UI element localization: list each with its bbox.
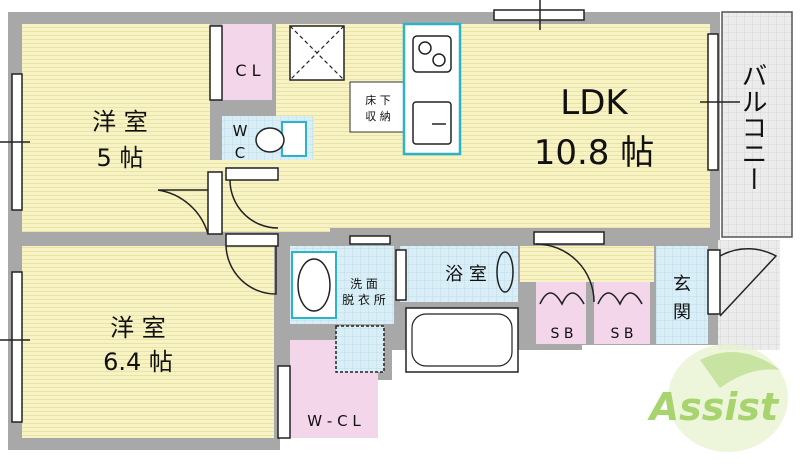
walkin-closet-label: W - C L xyxy=(307,412,361,430)
western-room-1-size: 5 帖 xyxy=(97,144,144,172)
entrance-floor xyxy=(656,246,708,344)
sb-label-2: S B xyxy=(611,326,634,342)
western-room-2-name: 洋 室 xyxy=(110,314,166,342)
balcony-label: バルコニー xyxy=(737,62,767,192)
refrigerator-space xyxy=(289,25,345,81)
bathtub-icon xyxy=(405,251,519,373)
doors xyxy=(157,25,778,439)
underfloor-storage-area xyxy=(349,81,407,133)
ldk-name: LDK xyxy=(560,83,629,123)
bath-label: 浴 室 xyxy=(445,264,487,285)
entrance-label-2: 関 xyxy=(673,302,691,323)
balcony-lower xyxy=(718,240,780,350)
assist-logo: Assist xyxy=(647,344,788,452)
western-room-1-name: 洋 室 xyxy=(92,108,148,136)
washroom-label-2: 脱 衣 所 xyxy=(342,292,386,307)
toilet-icon xyxy=(255,121,307,157)
underfloor-label-2: 収 納 xyxy=(365,110,391,123)
ldk-size: 10.8 帖 xyxy=(534,133,655,173)
washbasin-icon xyxy=(291,251,337,319)
sb-label-1: S B xyxy=(551,326,574,342)
balcony-area xyxy=(721,11,793,238)
underfloor-label-1: 床 下 xyxy=(365,93,391,107)
washer-space xyxy=(335,325,385,373)
closet-room xyxy=(222,24,272,100)
window-ticks xyxy=(0,0,740,341)
sb-area-2 xyxy=(594,282,650,344)
hall-strip xyxy=(520,246,654,282)
western-room-2 xyxy=(22,246,274,438)
logo-text: Assist xyxy=(647,385,780,429)
wc-label-1: W xyxy=(233,122,248,140)
ldk-room xyxy=(276,24,710,228)
sb-area-1 xyxy=(536,282,586,344)
bathroom xyxy=(400,246,518,302)
sb-doors xyxy=(539,292,643,306)
wc-label-2: C xyxy=(235,144,245,162)
washroom-label-1: 洗 面 xyxy=(350,277,378,291)
kitchen-counter xyxy=(402,22,462,156)
entrance-label-1: 玄 xyxy=(673,274,691,295)
closet-label: C L xyxy=(235,61,260,80)
western-room-2-size: 6.4 帖 xyxy=(103,348,173,376)
